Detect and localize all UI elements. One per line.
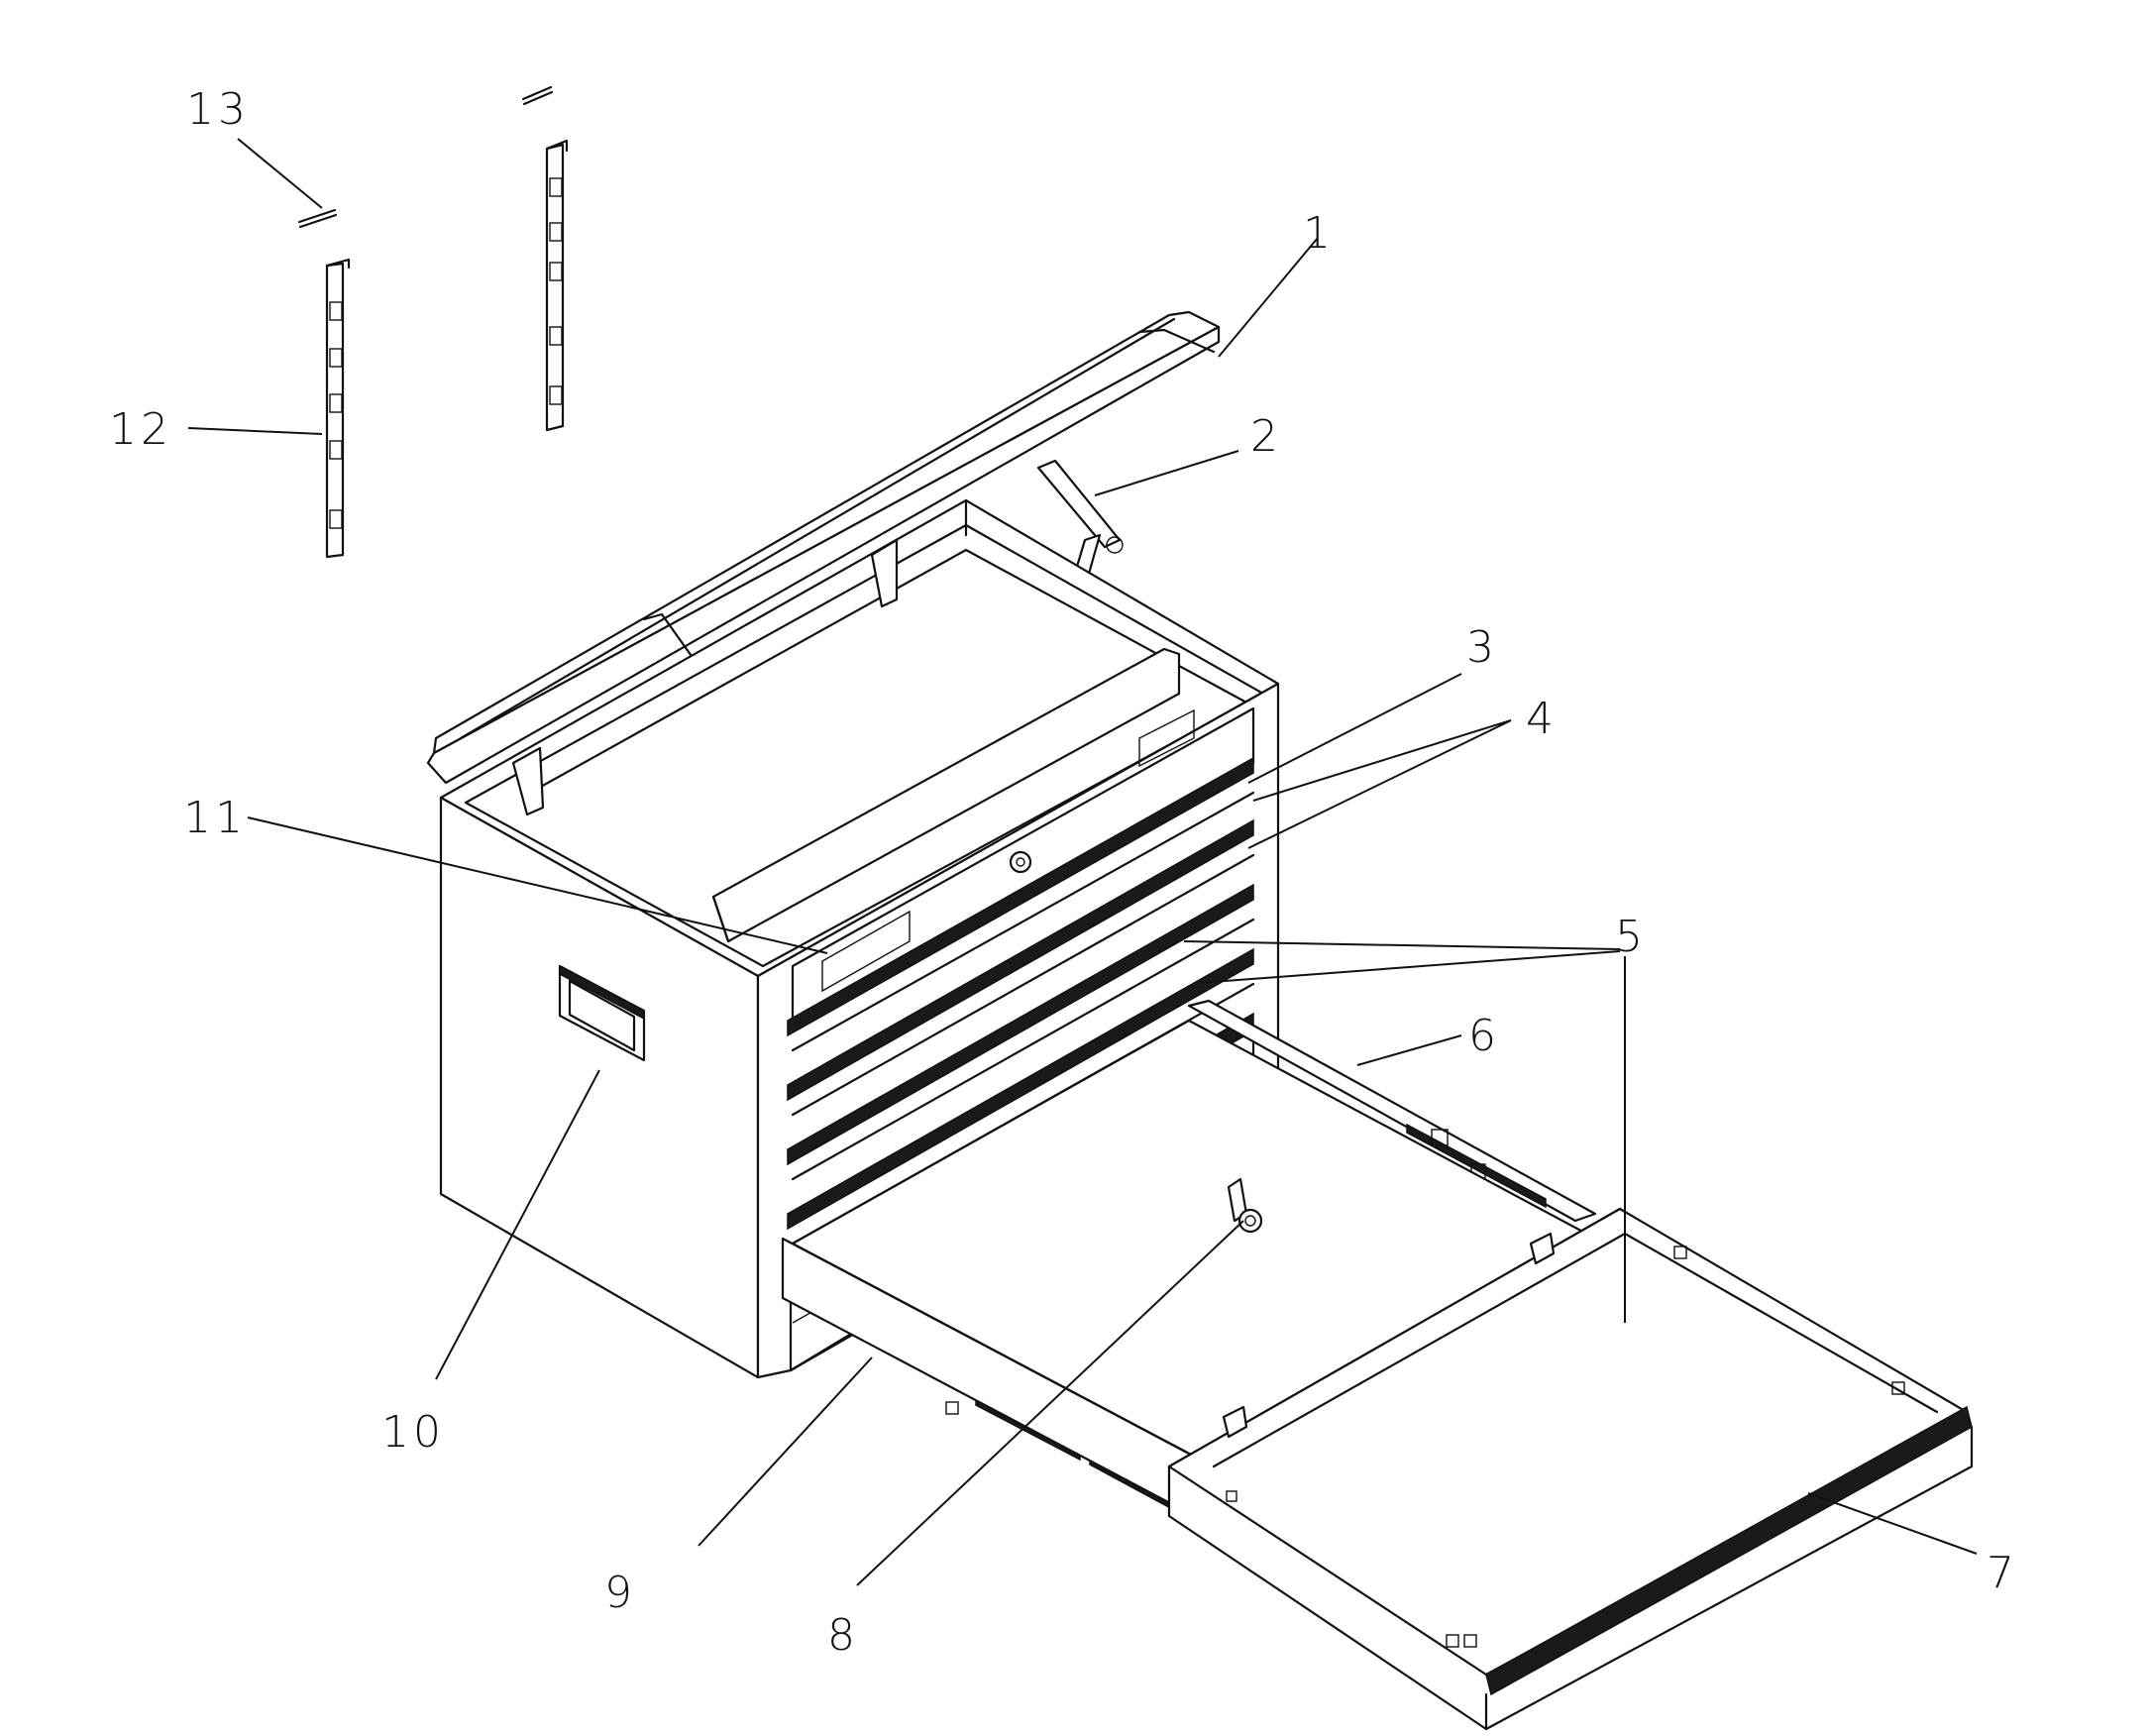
label-plate-right <box>1138 708 1195 768</box>
callout-11: 11 <box>183 793 247 843</box>
leader-1 <box>1218 237 1319 358</box>
leader-6 <box>1356 1034 1462 1066</box>
leader-4b <box>1247 719 1512 849</box>
leader-3 <box>1247 673 1462 784</box>
leader-7 <box>1807 1492 1978 1555</box>
callout-5: 5 <box>1615 912 1647 962</box>
leader-lines <box>187 138 1978 1586</box>
leader-11 <box>247 816 828 954</box>
callout-7: 7 <box>1987 1548 2018 1598</box>
leader-2 <box>1094 450 1239 496</box>
label-plate-left <box>821 910 911 993</box>
callout-13: 13 <box>186 84 250 135</box>
drawer-slide-right <box>1187 999 1597 1223</box>
callout-labels: 1 2 3 4 5 6 7 8 9 10 11 12 13 <box>109 84 2018 1661</box>
leader-8 <box>856 1220 1244 1586</box>
callout-3: 3 <box>1466 622 1498 673</box>
callout-2: 2 <box>1250 411 1282 462</box>
lid <box>426 310 1221 785</box>
socket-rail-right <box>545 139 569 432</box>
callout-10: 10 <box>381 1407 445 1458</box>
callout-12: 12 <box>109 404 172 455</box>
leader-12 <box>187 427 323 435</box>
leader-13 <box>237 138 323 209</box>
leader-5b <box>1198 950 1621 984</box>
socket-rail-left <box>325 258 351 559</box>
callout-9: 9 <box>604 1568 636 1618</box>
callout-4: 4 <box>1526 694 1558 744</box>
open-drawer <box>781 1019 1974 1731</box>
leader-5a <box>1183 940 1621 950</box>
callout-1: 1 <box>1303 208 1335 259</box>
socket-clip-pin-left <box>297 208 338 229</box>
socket-clip-pin-right <box>521 85 554 106</box>
leader-9 <box>698 1356 873 1547</box>
callout-8: 8 <box>827 1610 859 1661</box>
lock-cam <box>1227 1177 1263 1234</box>
leader-10 <box>435 1069 600 1380</box>
callout-6: 6 <box>1468 1011 1500 1061</box>
leader-4a <box>1252 719 1512 802</box>
